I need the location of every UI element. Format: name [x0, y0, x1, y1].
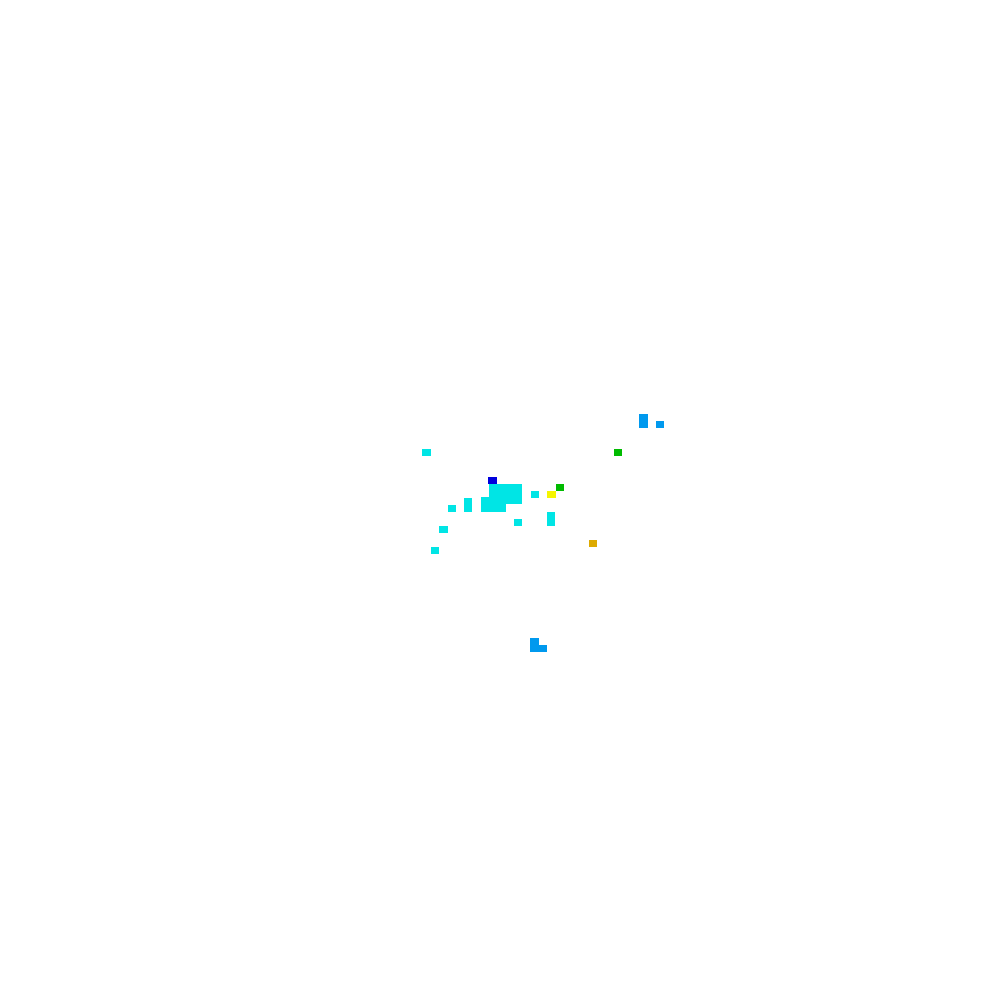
sky-blue-block — [530, 638, 539, 652]
cyan-block — [448, 505, 456, 512]
gold-block — [589, 540, 597, 547]
yellow-block — [547, 491, 556, 498]
cyan-block — [422, 449, 431, 456]
cyan-block — [439, 526, 448, 533]
cyan-block — [514, 519, 522, 526]
cyan-block — [431, 547, 439, 554]
blue-block — [488, 477, 497, 484]
cyan-block — [531, 491, 539, 498]
sky-blue-block — [639, 414, 648, 428]
cyan-block — [464, 498, 472, 512]
green-block — [614, 449, 622, 456]
sky-blue-block — [539, 645, 547, 652]
green-block — [556, 484, 564, 491]
cyan-block — [547, 512, 555, 526]
sky-blue-block — [656, 421, 664, 428]
cyan-cluster-lower — [481, 497, 506, 512]
